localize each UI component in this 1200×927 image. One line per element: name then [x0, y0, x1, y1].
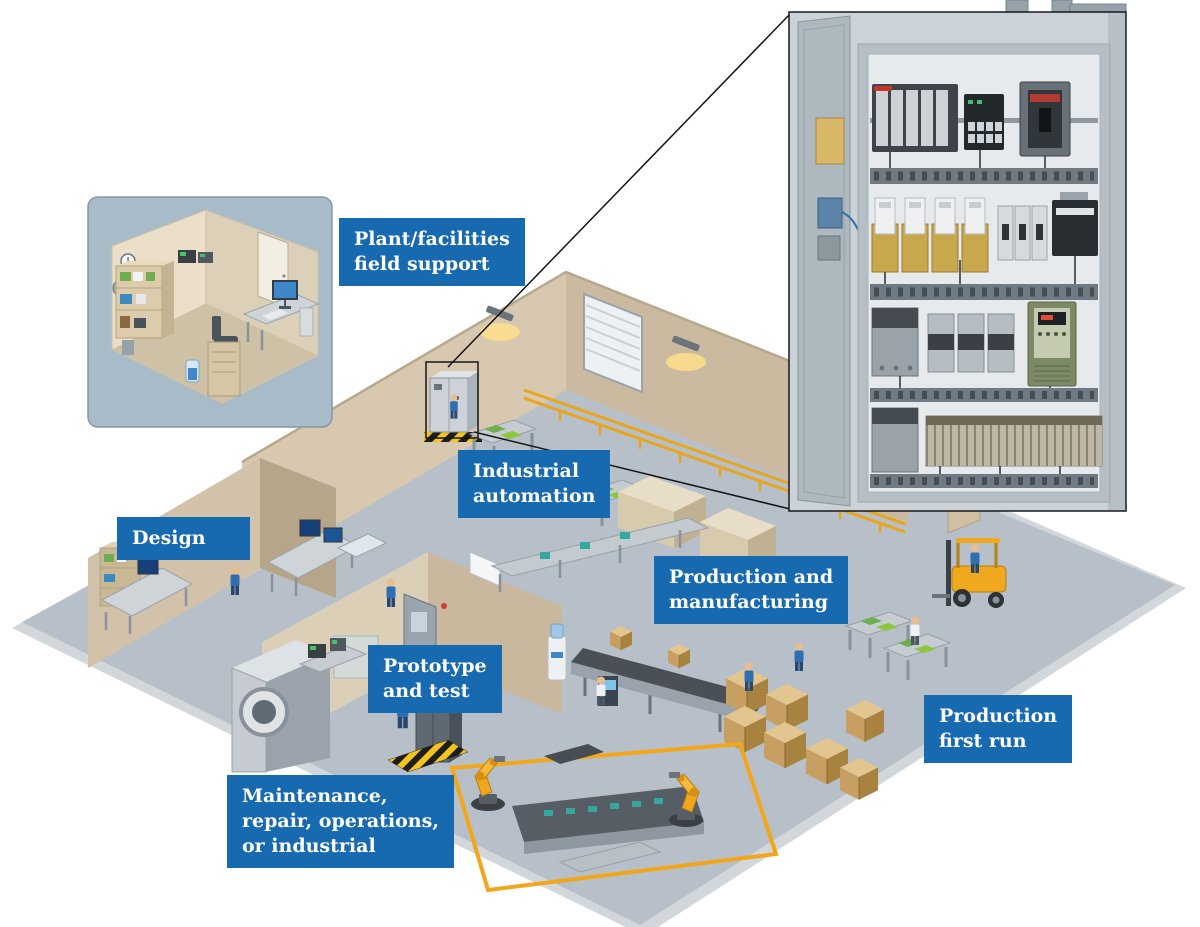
water-cooler: [547, 623, 567, 681]
label-plant-facilities-field-support: Plant/facilities field support: [339, 218, 525, 287]
label-design: Design: [117, 517, 250, 561]
label-production-and-manufacturing: Production and manufacturing: [654, 556, 849, 625]
relay-terminals: [871, 197, 989, 273]
label-maintenance-repair-operations: Maintenance, repair, operations, or indu…: [227, 775, 454, 869]
label-prototype-and-test: Prototype and test: [368, 645, 502, 714]
production-area: [490, 476, 776, 740]
design-area: [88, 458, 388, 668]
signal-module: [1052, 192, 1098, 256]
label-industrial-automation: Industrial automation: [458, 450, 611, 519]
contactors: [927, 313, 1015, 373]
inset-office: [87, 196, 333, 428]
terminal-blocks: [925, 415, 1103, 467]
main-breaker: [1019, 81, 1071, 157]
automation-area: [424, 371, 646, 528]
overhead-door: [583, 292, 643, 394]
ethernet-switch: [964, 94, 1004, 150]
vfd-drive: [1027, 301, 1077, 387]
hazard-floor-marking: [387, 739, 469, 773]
motor-protector: [871, 307, 919, 377]
panel-wiring: [884, 150, 1076, 474]
control-cabinet: [429, 371, 479, 433]
zoom-callout: [425, 13, 791, 510]
wire-ducts: [870, 168, 1098, 488]
forklift: [932, 538, 1007, 608]
label-production-first-run: Production first run: [924, 695, 1073, 764]
hazard-strip: [424, 432, 482, 442]
cabinet-door: [797, 15, 867, 507]
wall-lamp-icon: [480, 305, 706, 371]
motor-starter: [871, 407, 919, 473]
cabinet-detail-panel: [788, 0, 1127, 512]
mini-breakers: [997, 205, 1048, 261]
robot-cell: [449, 741, 779, 893]
